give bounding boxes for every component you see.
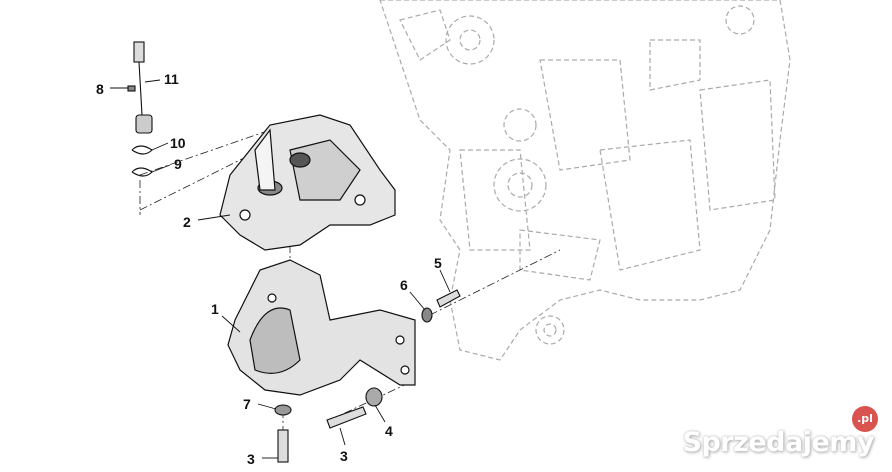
engine-block-outline: [379, 0, 791, 361]
callout-3-left: 3: [247, 451, 255, 467]
watermark-badge: .pl: [852, 406, 878, 432]
callout-9: 9: [174, 156, 182, 172]
callout-10: 10: [170, 135, 186, 151]
callout-5: 5: [434, 255, 442, 271]
sensor-assembly: [127, 41, 153, 177]
callout-1: 1: [211, 301, 219, 317]
callout-3-right: 3: [340, 448, 348, 464]
upper-housing-part-2: [219, 114, 396, 251]
leader-lines: [110, 79, 451, 459]
callout-7: 7: [243, 396, 251, 412]
callout-2: 2: [183, 214, 191, 230]
callout-11: 11: [164, 71, 179, 87]
callout-8: 8: [96, 81, 104, 97]
lower-bracket-part-1: [227, 259, 416, 396]
watermark-logo: Sprzedajemy: [682, 427, 875, 458]
fasteners: [274, 289, 461, 463]
callout-6: 6: [400, 277, 408, 293]
callout-4: 4: [385, 423, 393, 439]
